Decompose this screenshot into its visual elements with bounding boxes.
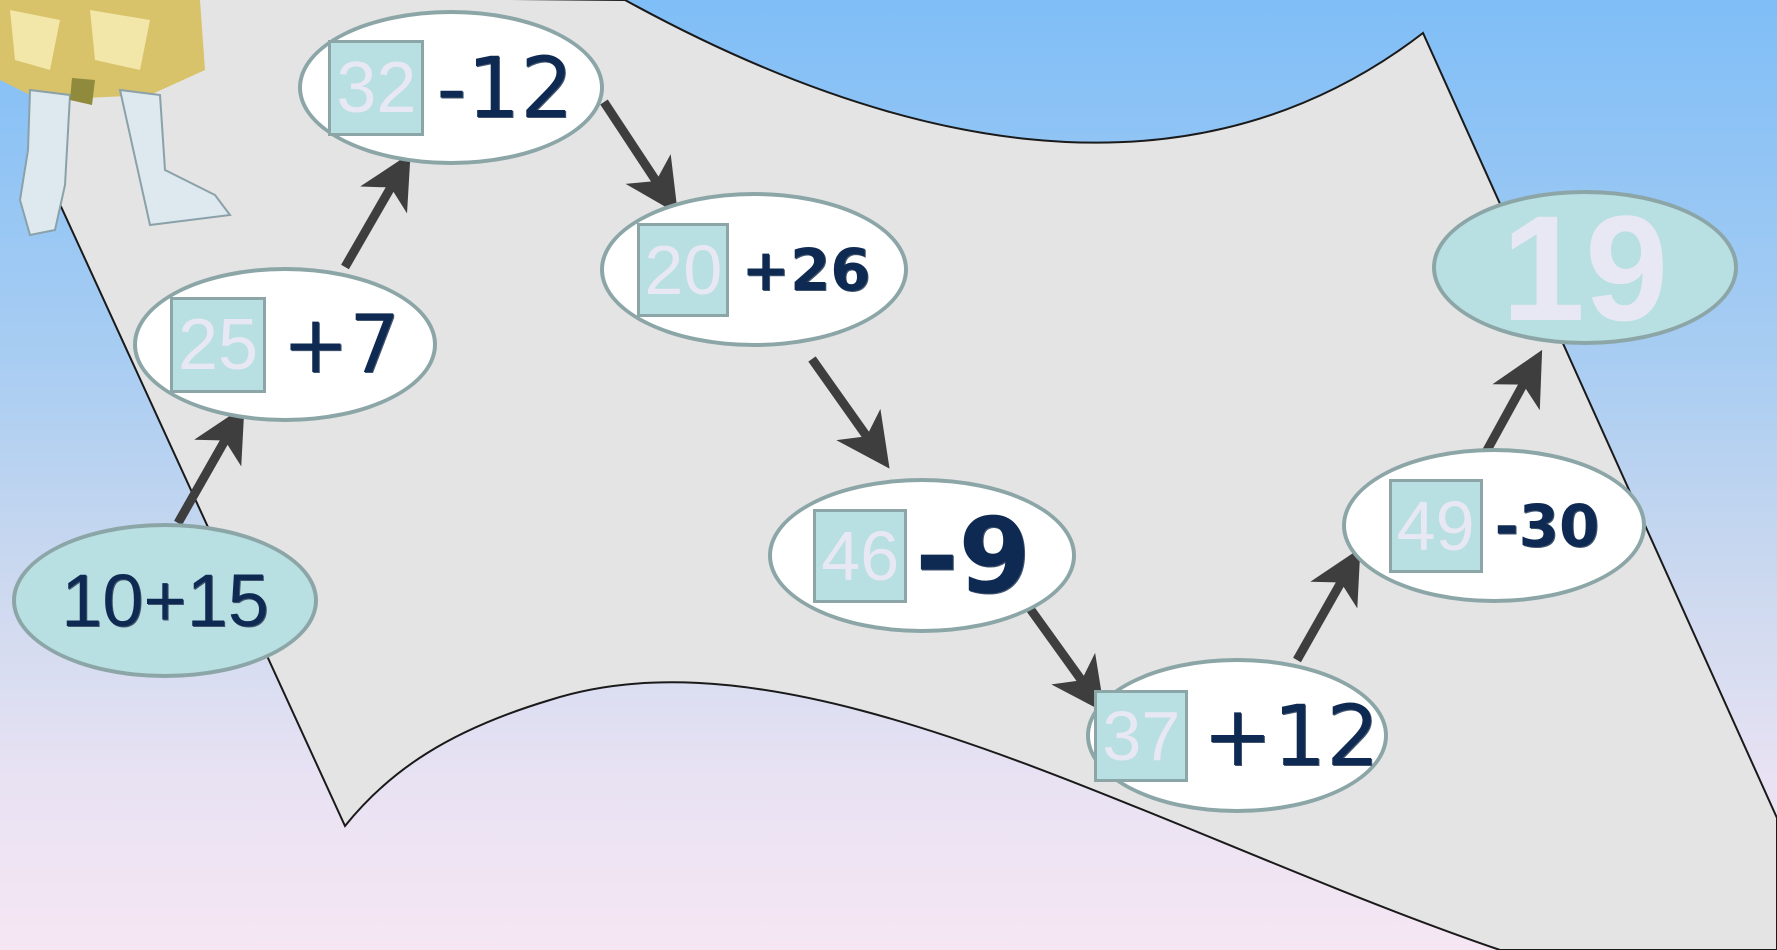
- operation-3: +26: [741, 235, 871, 304]
- arrow-6: [1293, 548, 1361, 663]
- answer-value-4: 46: [821, 516, 900, 595]
- arrow-7: [1476, 349, 1543, 466]
- start-node: 10+15: [12, 523, 318, 678]
- final-answer: 19: [1501, 183, 1669, 352]
- operation-2: -12: [436, 38, 574, 137]
- arrow-4: [808, 356, 890, 469]
- answer-box-3[interactable]: 20: [637, 222, 730, 317]
- operation-6: -30: [1494, 491, 1600, 560]
- operation-4: -9: [915, 494, 1031, 617]
- operation-1: +7: [282, 297, 400, 391]
- arrow-2: [341, 153, 411, 270]
- final-node[interactable]: 19: [1432, 190, 1738, 345]
- arrow-3: [600, 99, 678, 215]
- answer-box-6[interactable]: 49: [1388, 478, 1483, 573]
- start-expression: 10+15: [61, 558, 269, 642]
- answer-box-4[interactable]: 46: [813, 508, 908, 603]
- answer-value-1: 25: [177, 304, 259, 385]
- arrow-1: [174, 406, 245, 526]
- answer-value-3: 20: [644, 230, 723, 309]
- step-node-2: 32 -12: [298, 10, 604, 165]
- step-node-1: 25 +7: [133, 267, 437, 422]
- answer-box-5[interactable]: 37: [1094, 689, 1189, 782]
- knight-figure-icon: [0, 0, 232, 237]
- answer-box-2[interactable]: 32: [328, 39, 425, 136]
- arrow-5: [1022, 600, 1105, 713]
- answer-value-5: 37: [1102, 696, 1181, 775]
- operation-5: +12: [1202, 686, 1380, 785]
- answer-value-6: 49: [1396, 486, 1475, 565]
- step-node-6: 49 -30: [1342, 448, 1646, 603]
- step-node-4: 46 -9: [768, 478, 1076, 633]
- step-node-5: 37 +12: [1086, 658, 1388, 813]
- step-node-3: 20 +26: [600, 192, 908, 347]
- answer-value-2: 32: [336, 47, 417, 128]
- answer-box-1[interactable]: 25: [170, 296, 267, 393]
